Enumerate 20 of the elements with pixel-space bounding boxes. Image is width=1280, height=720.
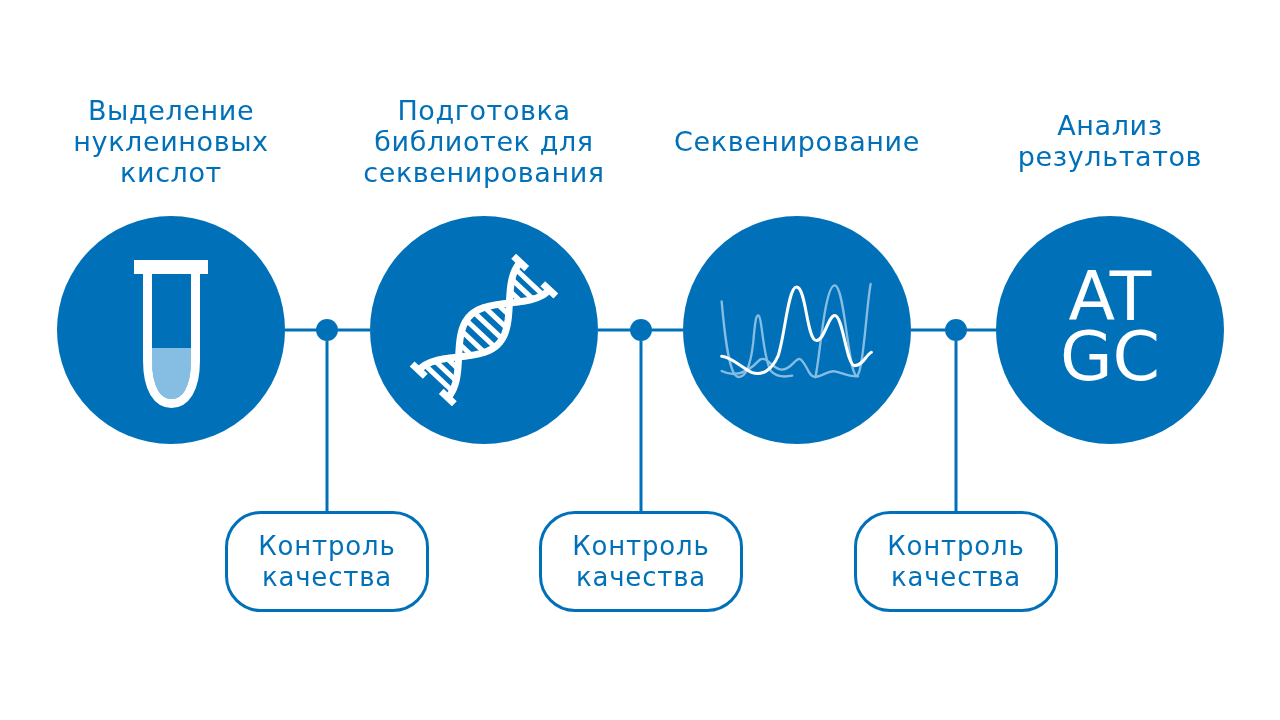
connector-line	[325, 341, 329, 511]
process-box: Контроль качества	[225, 511, 429, 612]
process-box: Контроль качества	[539, 511, 743, 612]
process-box: Контроль качества	[854, 511, 1058, 612]
connector-line	[911, 328, 945, 332]
nucleotide-letters: AT GC	[1059, 267, 1161, 387]
connector-line	[954, 341, 958, 511]
junction-dot	[945, 319, 967, 341]
connector-line	[652, 328, 683, 332]
step-heading: Секвенирование	[673, 125, 921, 157]
connector-line	[639, 341, 643, 511]
step-heading: Анализ результатов	[1016, 110, 1204, 172]
junction-dot	[630, 319, 652, 341]
connector-line	[338, 328, 370, 332]
connector-line	[285, 328, 316, 332]
step-heading: Выделение нуклеиновых кислот	[72, 94, 270, 188]
connector-line	[598, 328, 630, 332]
step-heading: Подготовка библиотек для секвенирования	[362, 94, 606, 188]
junction-dot	[316, 319, 338, 341]
connector-line	[967, 328, 996, 332]
